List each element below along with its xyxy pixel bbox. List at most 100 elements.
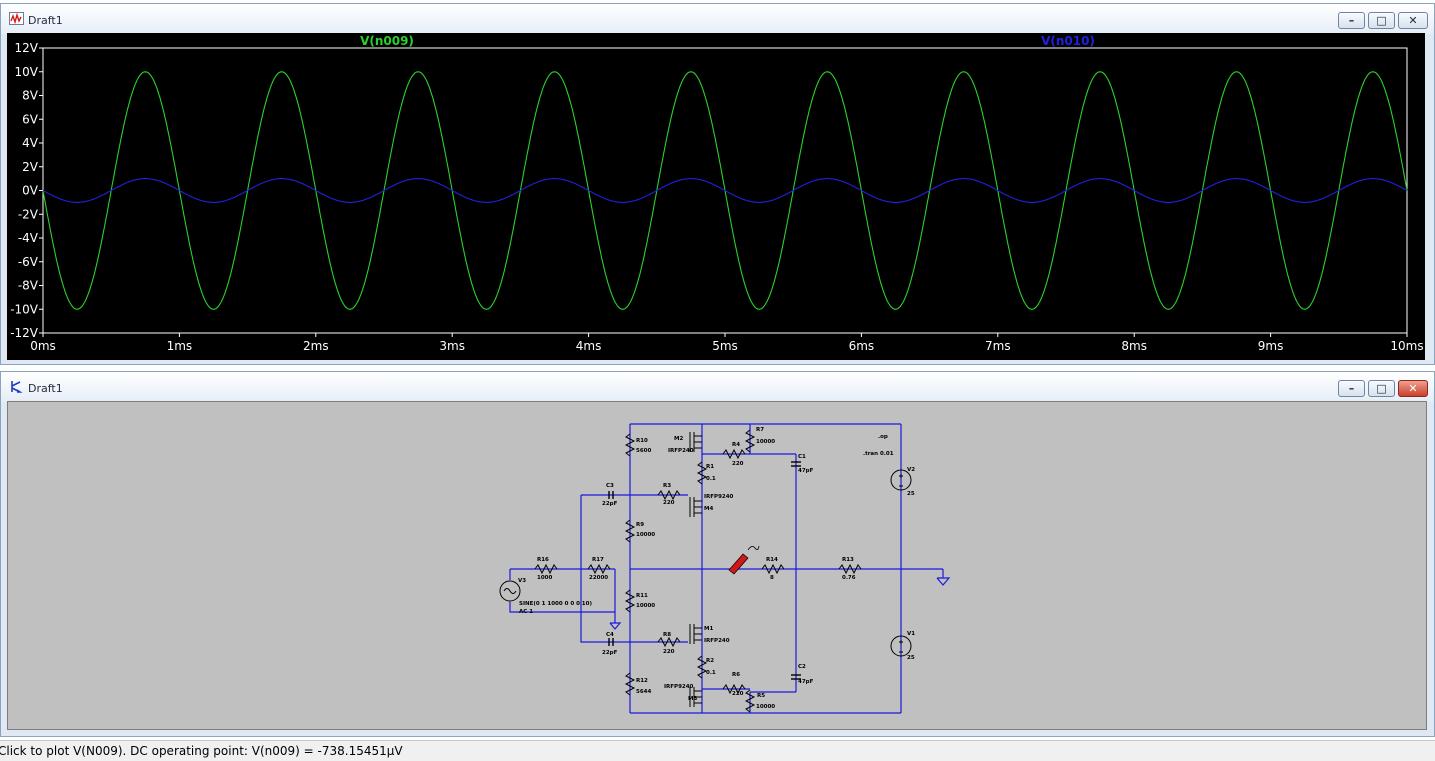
value-M4: IRFP9240 — [704, 494, 734, 500]
y-tick-label: 12V — [15, 41, 39, 55]
value-R12: 5644 — [636, 689, 651, 695]
label-V1: V1 — [907, 631, 915, 637]
status-bar: Click to plot V(N009). DC operating poin… — [0, 740, 1435, 761]
label-R6: R6 — [732, 672, 740, 678]
value-R16: 1000 — [537, 575, 552, 581]
value-R1: 0.1 — [706, 476, 716, 482]
x-tick-label: 10ms — [1390, 339, 1423, 353]
ground-symbols — [609, 577, 951, 630]
value-R5: 10000 — [756, 704, 775, 710]
label-R2: R2 — [706, 658, 714, 664]
y-tick-label: 8V — [22, 89, 39, 103]
trace-label[interactable]: V(n009) — [360, 34, 414, 48]
x-tick-label: 2ms — [303, 339, 329, 353]
label-C3: C3 — [606, 483, 614, 489]
capacitors — [608, 461, 801, 680]
value-M2: IRFP240 — [668, 448, 694, 454]
y-tick-label: 10V — [15, 65, 39, 79]
value-R4: 220 — [732, 461, 744, 467]
maximize-icon: □ — [1376, 382, 1387, 395]
y-tick-label: 0V — [22, 184, 39, 198]
label-R10: R10 — [636, 438, 648, 444]
label-V2: V2 — [907, 467, 915, 473]
schematic-window-icon — [11, 381, 23, 393]
trace-vn010 — [42, 178, 1408, 203]
x-tick-label: 7ms — [985, 339, 1011, 353]
value-R7: 10000 — [756, 439, 775, 445]
x-tick-label: 5ms — [712, 339, 738, 353]
schematic-drawing[interactable]: R10 5600 M2 IRFP240 R4 220 R7 10000 R1 0… — [8, 402, 1426, 729]
value-R10: 5600 — [636, 448, 651, 454]
x-tick-label: 8ms — [1121, 339, 1147, 353]
schematic-wires — [509, 423, 944, 714]
value-C2: 47pF — [798, 679, 814, 685]
minimize-icon: – — [1348, 14, 1355, 27]
label-R1: R1 — [706, 464, 714, 470]
y-tick-label: -8V — [18, 279, 39, 293]
waveform-window-title: Draft1 — [28, 14, 63, 27]
minimize-button[interactable]: – — [1338, 12, 1365, 29]
y-tick-label: -2V — [18, 207, 39, 221]
value-R17: 22000 — [589, 575, 608, 581]
y-tick-label: 2V — [22, 160, 39, 174]
label-R3: R3 — [663, 483, 671, 489]
label-C4: C4 — [606, 632, 614, 638]
status-text: Click to plot V(N009). DC operating poin… — [0, 744, 403, 758]
schematic-canvas[interactable]: R10 5600 M2 IRFP240 R4 220 R7 10000 R1 0… — [7, 401, 1427, 730]
close-icon: ✕ — [1408, 382, 1418, 395]
schematic-window: Draft1 – □ ✕ — [0, 371, 1435, 737]
label-R4: R4 — [732, 442, 740, 448]
x-tick-label: 4ms — [576, 339, 602, 353]
value-R8: 220 — [663, 649, 675, 655]
value-R14: 8 — [770, 575, 774, 581]
label-M4: M4 — [704, 506, 713, 512]
y-tick-label: -6V — [18, 255, 39, 269]
value-R3: 220 — [663, 500, 675, 506]
label-R12: R12 — [636, 678, 648, 684]
maximize-icon: □ — [1376, 14, 1387, 27]
waveform-titlebar[interactable]: Draft1 – □ ✕ — [1, 4, 1434, 34]
y-tick-label: -10V — [10, 302, 39, 316]
value-C3: 22pF — [602, 501, 618, 507]
maximize-button[interactable]: □ — [1368, 12, 1395, 29]
value-V3: SINE(0 1 1000 0 0 0 10) — [519, 601, 592, 607]
y-tick-label: 4V — [22, 136, 39, 150]
label-R14: R14 — [766, 557, 778, 563]
close-button[interactable]: ✕ — [1398, 12, 1428, 29]
label-R13: R13 — [842, 557, 854, 563]
mosfets — [689, 432, 702, 707]
component-labels: R10 5600 M2 IRFP240 R4 220 R7 10000 R1 0… — [518, 427, 915, 710]
label-M2: M2 — [674, 436, 683, 442]
schematic-titlebar[interactable]: Draft1 – □ ✕ — [1, 372, 1434, 402]
y-tick-label: -12V — [10, 326, 39, 340]
label-R16: R16 — [537, 557, 549, 563]
close-icon: ✕ — [1408, 14, 1418, 27]
value-R11: 10000 — [636, 603, 655, 609]
x-tick-label: 0ms — [30, 339, 56, 353]
label-M3: M3 — [688, 696, 697, 702]
x-tick-label: 6ms — [849, 339, 875, 353]
maximize-button[interactable]: □ — [1368, 380, 1395, 397]
label-R8: R8 — [663, 632, 671, 638]
value-R9: 10000 — [636, 532, 655, 538]
label-C1: C1 — [798, 454, 806, 460]
schematic-window-title: Draft1 — [28, 382, 63, 395]
minimize-icon: – — [1348, 382, 1355, 395]
value-M3: IRFP9240 — [664, 684, 694, 690]
minimize-button[interactable]: – — [1338, 380, 1365, 397]
close-button[interactable]: ✕ — [1398, 380, 1428, 397]
value-V3-ac: AC 1 — [519, 609, 533, 615]
value-V2: 25 — [907, 491, 915, 497]
resistors — [534, 429, 862, 713]
voltage-sources — [499, 469, 912, 657]
voltage-probe-icon — [728, 545, 760, 575]
label-R5: R5 — [757, 693, 765, 699]
label-M1: M1 — [704, 626, 713, 632]
x-tick-label: 3ms — [439, 339, 465, 353]
x-tick-label: 9ms — [1258, 339, 1284, 353]
label-op: .op — [878, 434, 888, 440]
label-V3: V3 — [518, 578, 526, 584]
trace-label[interactable]: V(n010) — [1041, 34, 1095, 48]
